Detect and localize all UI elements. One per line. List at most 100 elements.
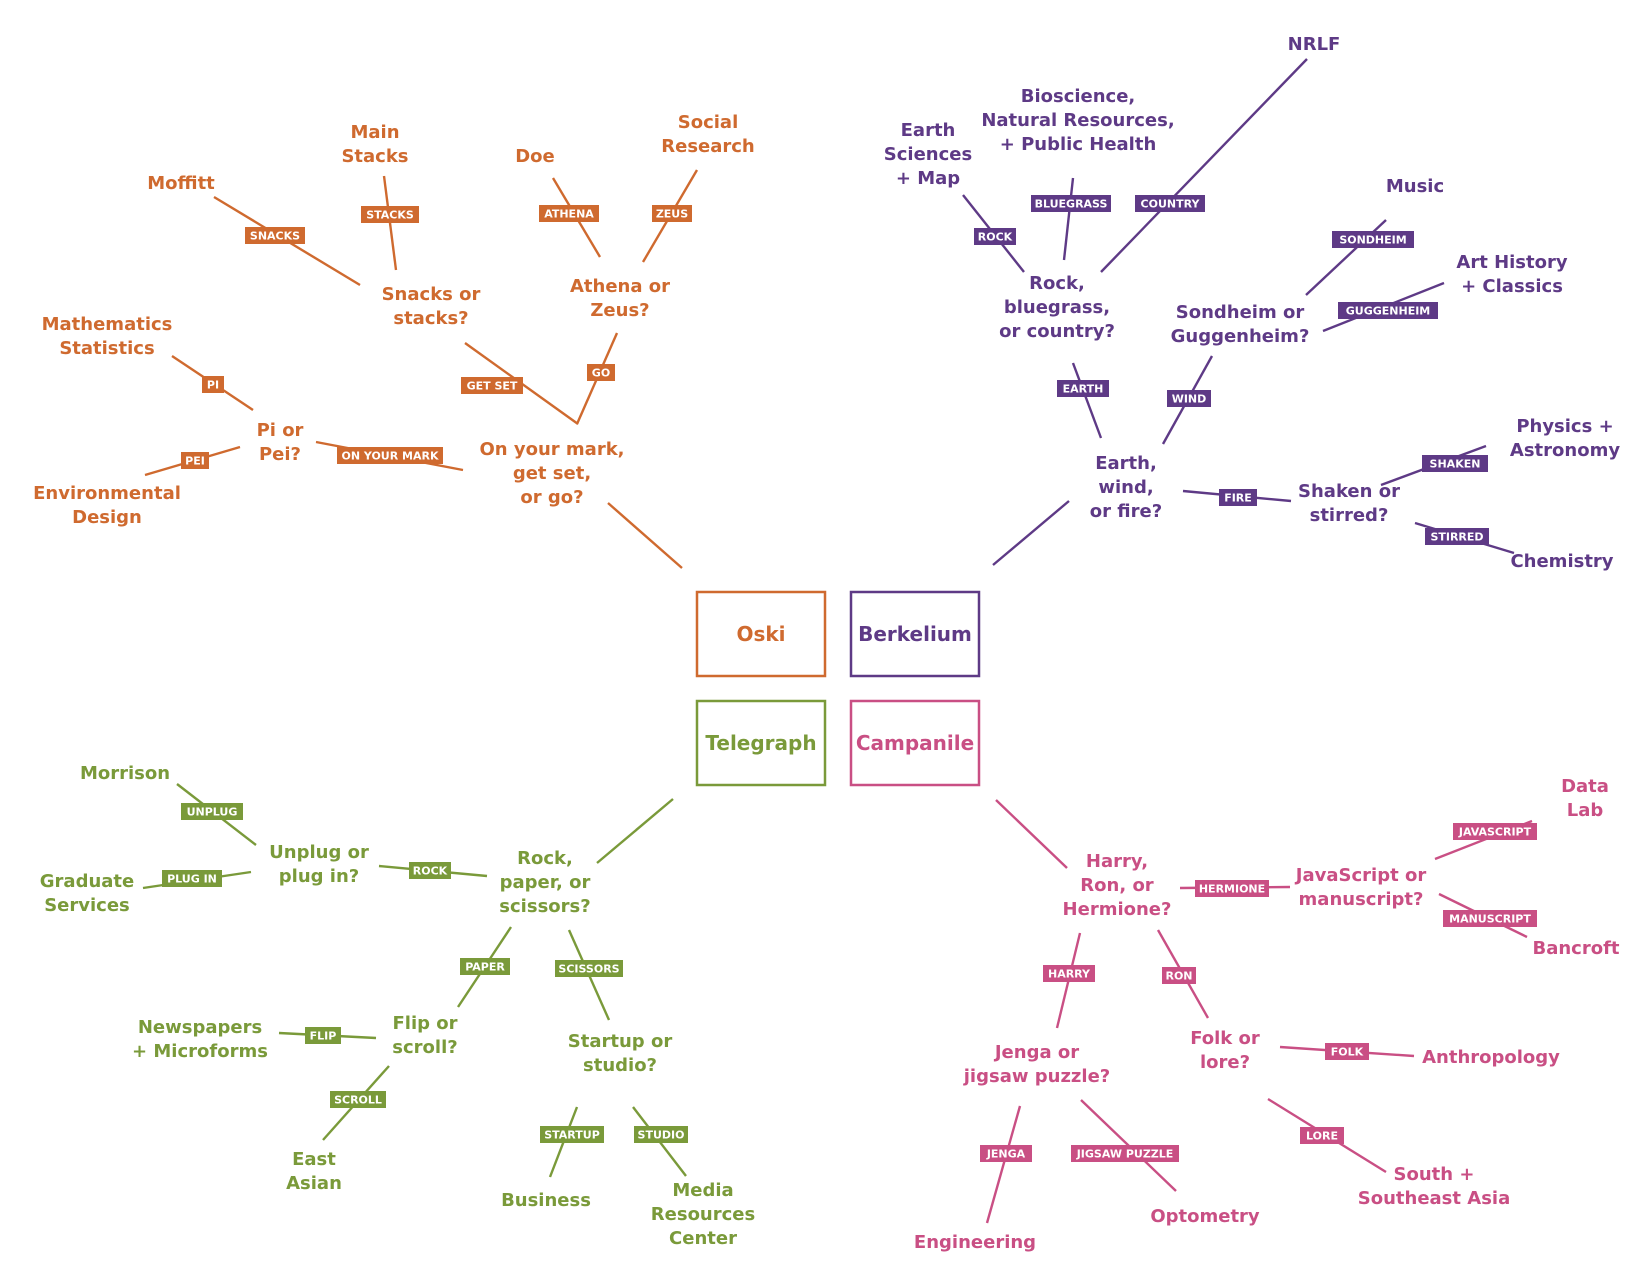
rock-question: Rock,bluegrass,or country? bbox=[999, 273, 1115, 342]
south-southeast-asia-label: South +Southeast Asia bbox=[1358, 1164, 1510, 1209]
tag-rock: ROCK bbox=[974, 228, 1016, 245]
telegraph-branch bbox=[142, 783, 687, 1178]
svg-text:RON: RON bbox=[1165, 970, 1192, 983]
business-label: Business bbox=[501, 1190, 591, 1211]
svg-text:ON YOUR MARK: ON YOUR MARK bbox=[342, 450, 439, 463]
tag-plug-in: PLUG IN bbox=[162, 870, 222, 887]
tag-scroll: SCROLL bbox=[330, 1091, 386, 1108]
berkelium-tags: EARTH WIND FIRE ROCK BLUEGRASS COUNTRY S… bbox=[974, 195, 1489, 545]
campanile-edge-jenga bbox=[985, 1105, 1022, 1224]
berkelium-root-question: Earth,wind,or fire? bbox=[1090, 453, 1162, 522]
svg-text:STACKS: STACKS bbox=[366, 209, 414, 222]
tag-bluegrass: BLUEGRASS bbox=[1031, 195, 1111, 212]
campanile-branch bbox=[985, 799, 1533, 1224]
music-label: Music bbox=[1386, 176, 1444, 197]
berkelium-labels: Earth,wind,or fire? Rock,bluegrass,or co… bbox=[884, 34, 1621, 572]
svg-text:HARRY: HARRY bbox=[1048, 968, 1091, 981]
oski-edge-root bbox=[607, 502, 683, 569]
svg-text:GET SET: GET SET bbox=[467, 380, 518, 393]
tag-zeus: ZEUS bbox=[652, 205, 692, 222]
svg-text:STARTUP: STARTUP bbox=[544, 1129, 600, 1142]
svg-text:SNACKS: SNACKS bbox=[250, 230, 300, 243]
tag-get-set: GET SET bbox=[461, 377, 523, 394]
svg-text:ROCK: ROCK bbox=[413, 865, 448, 878]
tag-harry: HARRY bbox=[1043, 965, 1095, 982]
newspapers-label: Newspapers+ Microforms bbox=[132, 1017, 268, 1062]
tag-scissors: SCISSORS bbox=[555, 960, 623, 977]
telegraph-tags: ROCK PAPER SCISSORS UNPLUG PLUG IN FLIP … bbox=[162, 803, 688, 1143]
tag-ron: RON bbox=[1162, 967, 1196, 984]
moffitt-label: Moffitt bbox=[147, 173, 215, 194]
tag-hermione: HERMIONE bbox=[1195, 880, 1269, 897]
tag-pei: PEI bbox=[181, 452, 209, 469]
tag-telegraph-rock: ROCK bbox=[409, 862, 451, 879]
tag-athena: ATHENA bbox=[539, 205, 599, 222]
svg-text:EARTH: EARTH bbox=[1063, 383, 1104, 396]
svg-text:PLUG IN: PLUG IN bbox=[167, 873, 217, 886]
svg-text:STIRRED: STIRRED bbox=[1430, 531, 1483, 544]
tag-studio: STUDIO bbox=[634, 1126, 688, 1143]
svg-text:PAPER: PAPER bbox=[465, 961, 505, 974]
svg-text:UNPLUG: UNPLUG bbox=[187, 806, 238, 819]
tag-jigsaw-puzzle: JIGSAW PUZZLE bbox=[1071, 1145, 1179, 1162]
tag-manuscript: MANUSCRIPT bbox=[1443, 910, 1537, 927]
berkelium-edge-earth bbox=[1071, 362, 1103, 439]
telegraph-box bbox=[695, 699, 827, 787]
tag-go: GO bbox=[587, 364, 615, 381]
tag-earth: EARTH bbox=[1057, 380, 1109, 397]
tag-paper: PAPER bbox=[460, 958, 510, 975]
bancroft-label: Bancroft bbox=[1532, 938, 1619, 959]
tag-flip: FLIP bbox=[305, 1027, 341, 1044]
tag-javascript: JAVASCRIPT bbox=[1453, 823, 1537, 840]
svg-text:BLUEGRASS: BLUEGRASS bbox=[1035, 198, 1108, 211]
svg-text:WIND: WIND bbox=[1172, 393, 1207, 406]
doe-label: Doe bbox=[515, 146, 555, 167]
tag-lore: LORE bbox=[1300, 1127, 1344, 1144]
anthropology-label: Anthropology bbox=[1422, 1047, 1560, 1068]
tag-pi: PI bbox=[202, 376, 224, 393]
tag-snacks: SNACKS bbox=[245, 227, 305, 244]
tag-stacks: STACKS bbox=[361, 206, 419, 223]
svg-text:SCISSORS: SCISSORS bbox=[558, 963, 619, 976]
telegraph-edge-root bbox=[596, 798, 674, 864]
morrison-label: Morrison bbox=[80, 763, 170, 784]
svg-text:JIGSAW PUZZLE: JIGSAW PUZZLE bbox=[1076, 1148, 1174, 1161]
telegraph-box-label: Telegraph bbox=[705, 731, 816, 755]
svg-text:PI: PI bbox=[207, 379, 219, 392]
svg-text:GUGGENHEIM: GUGGENHEIM bbox=[1346, 305, 1431, 318]
berkelium-box-label: Berkelium bbox=[858, 622, 972, 646]
campanile-edge-root bbox=[995, 799, 1068, 869]
tag-on-your-mark: ON YOUR MARK bbox=[337, 447, 443, 464]
svg-text:ZEUS: ZEUS bbox=[656, 208, 688, 221]
engineering-label: Engineering bbox=[914, 1232, 1036, 1253]
tag-fire: FIRE bbox=[1219, 489, 1257, 506]
svg-text:FIRE: FIRE bbox=[1224, 492, 1252, 505]
oski-box bbox=[695, 590, 827, 678]
tag-shaken: SHAKEN bbox=[1422, 455, 1488, 472]
oski-box-label: Oski bbox=[736, 622, 785, 646]
berkelium-edge-root bbox=[992, 500, 1070, 566]
svg-text:JENGA: JENGA bbox=[986, 1148, 1026, 1161]
berkelium-box bbox=[849, 590, 981, 678]
svg-text:MANUSCRIPT: MANUSCRIPT bbox=[1449, 913, 1531, 926]
